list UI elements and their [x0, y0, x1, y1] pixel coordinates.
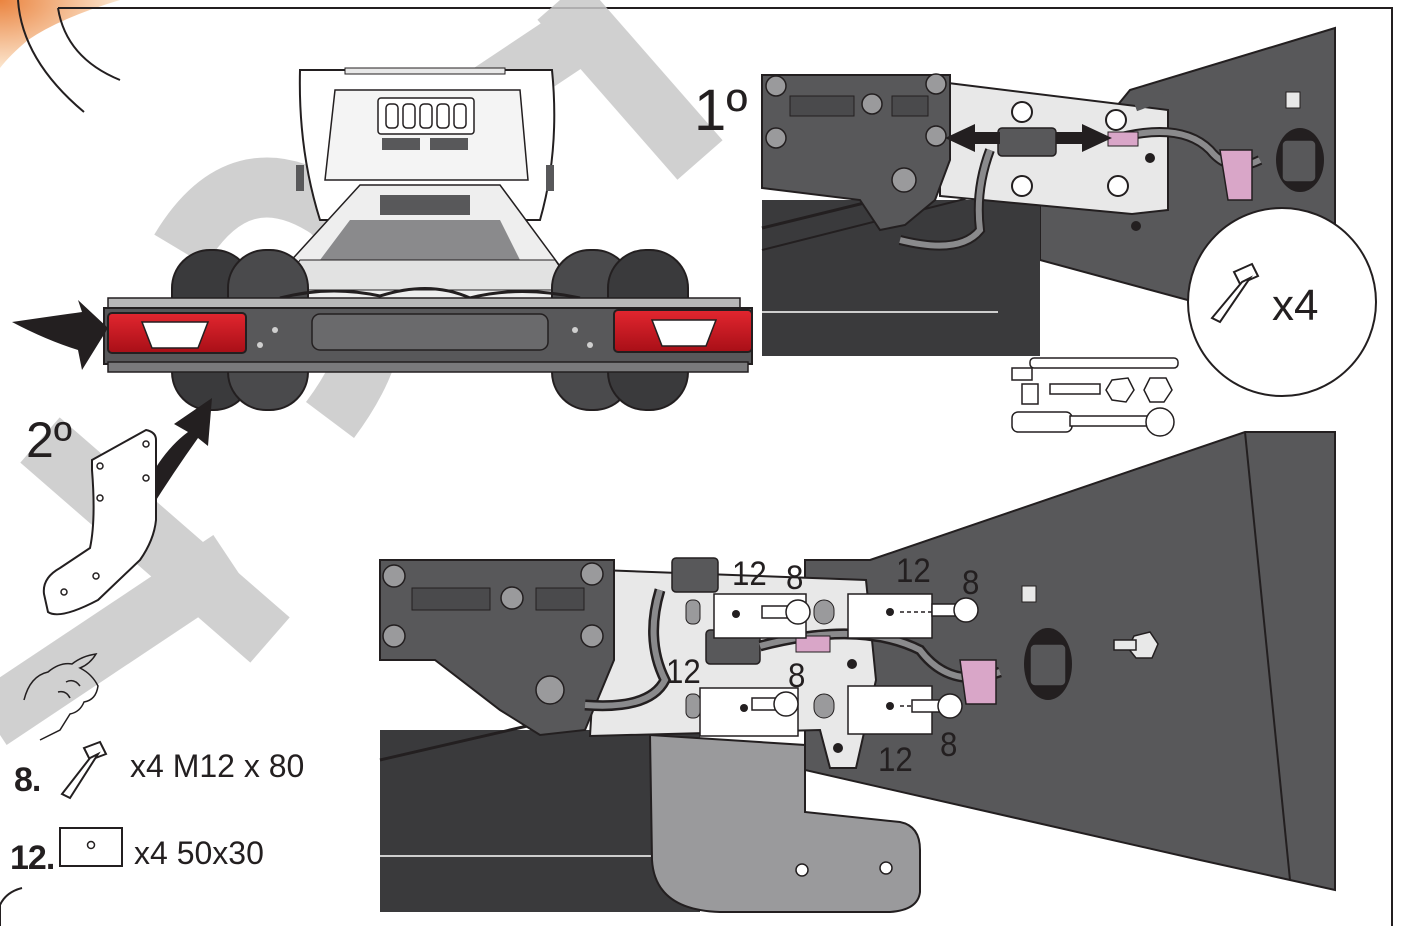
- legend-number: 8.: [14, 761, 41, 799]
- mounting-plate-icon: [42, 428, 157, 616]
- callout-washer-12: 12: [896, 552, 931, 590]
- truck-rear-view: [103, 67, 753, 411]
- legend-number: 12.: [10, 839, 55, 877]
- arrow-left-icon: [12, 300, 108, 370]
- callout-washer-12: 12: [666, 653, 701, 691]
- tools-icon: [1011, 357, 1179, 437]
- hand-tighten-icon: [23, 653, 99, 741]
- callout-washer-12: 12: [878, 741, 913, 779]
- legend-description: x4 M12 x 80: [130, 748, 305, 784]
- callout-bolt-8: 8: [962, 564, 980, 602]
- step-1-label: 1º: [694, 78, 748, 143]
- bolt-icon: [1210, 262, 1260, 324]
- legend-description: x4 50x30: [134, 835, 264, 871]
- step-2-label: 2º: [26, 412, 73, 468]
- callout-bolt-8: 8: [788, 657, 806, 695]
- bolt-count-badge: [1187, 207, 1377, 397]
- bolt-icon: [60, 740, 108, 800]
- callout-bolt-8: 8: [940, 726, 958, 764]
- washer-plate-icon: [59, 827, 123, 867]
- callout-washer-12: 12: [732, 555, 767, 593]
- detail-assembly: [379, 431, 1336, 913]
- bolt-count-label: x4: [1272, 281, 1319, 330]
- callout-bolt-8: 8: [786, 559, 804, 597]
- detail-step1: [761, 26, 1336, 356]
